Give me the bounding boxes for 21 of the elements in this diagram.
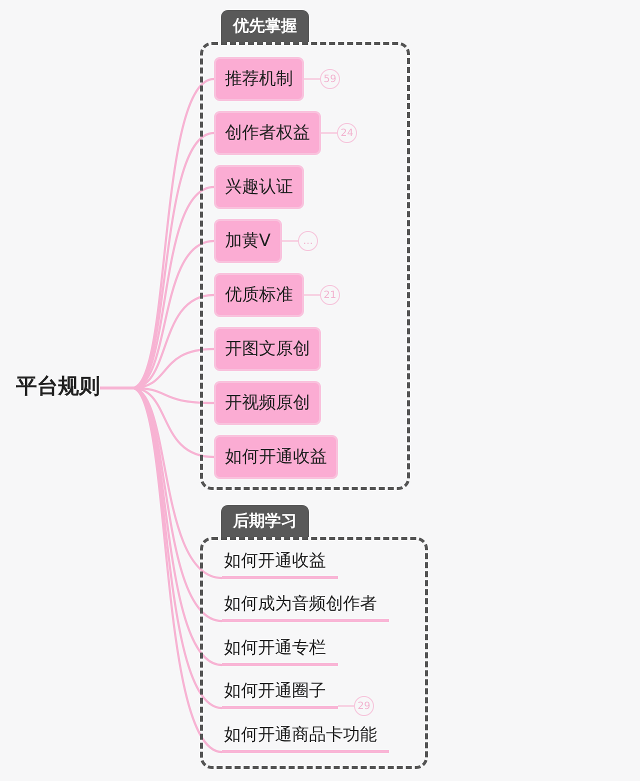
- topic-box: 创作者权益: [214, 111, 321, 155]
- count-badge: 24: [337, 123, 357, 143]
- topic-box: 开图文原创: [214, 327, 321, 371]
- topic-box: 加黄V: [214, 219, 282, 263]
- underlined-topic: 如何开通收益: [222, 549, 338, 579]
- topic-box: 兴趣认证: [214, 165, 304, 209]
- count-badge: 29: [354, 696, 374, 716]
- count-badge: …: [298, 231, 318, 251]
- topic-box: 推荐机制: [214, 57, 304, 101]
- underlined-topic: 如何成为音频创作者: [222, 592, 389, 622]
- root-topic: 平台规则: [16, 372, 100, 400]
- topic-box: 优质标准: [214, 273, 304, 317]
- topic-box: 开视频原创: [214, 381, 321, 425]
- underlined-topic: 如何开通专栏: [222, 636, 338, 666]
- underlined-topic: 如何开通商品卡功能: [222, 723, 389, 753]
- topic-box: 如何开通收益: [214, 435, 338, 479]
- group-tab: 后期学习: [221, 505, 309, 537]
- underlined-topic: 如何开通圈子: [222, 679, 338, 709]
- group-tab: 优先掌握: [221, 10, 309, 42]
- count-badge: 59: [320, 69, 340, 89]
- count-badge: 21: [320, 285, 340, 305]
